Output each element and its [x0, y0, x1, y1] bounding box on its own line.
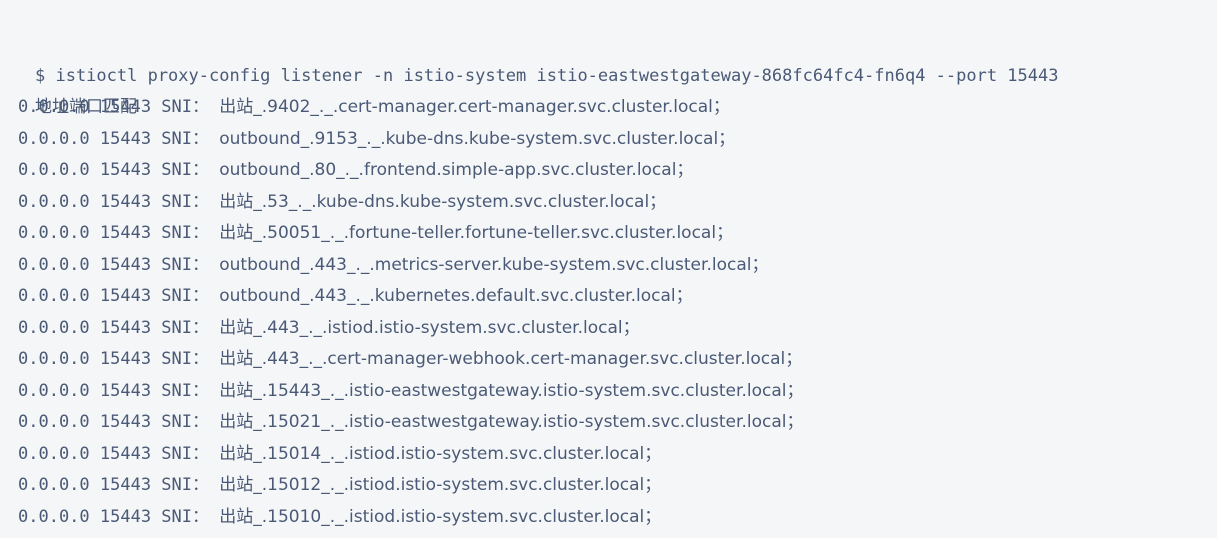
listener-row-prefix: 0.0.0.0 15443 SNI：: [18, 475, 209, 495]
listener-row-sni-value: 出站_.15012_._.istiod.istio-system.svc.clu…: [219, 475, 662, 495]
listener-row-space: [209, 381, 219, 401]
listener-row-space: [209, 349, 219, 369]
listener-row-prefix: 0.0.0.0 15443 SNI：: [18, 97, 209, 117]
listener-row: 0.0.0.0 15443 SNI： 出站_.15010_._.istiod.i…: [18, 501, 1217, 533]
listener-row-space: [209, 412, 219, 432]
listener-row-sni-value: 出站_.15021_._.istio-eastwestgateway.istio…: [219, 412, 804, 432]
command-text: $ istioctl proxy-config listener -n isti…: [35, 65, 1059, 86]
listener-row-prefix: 0.0.0.0 15443 SNI：: [18, 380, 209, 401]
listener-row-space: [209, 97, 219, 117]
listener-row-prefix: 0.0.0.0 15443 SNI：: [18, 128, 209, 149]
listener-row-space: [209, 255, 219, 275]
listener-row-prefix: 0.0.0.0 15443 SNI：: [18, 412, 209, 432]
listener-row: 0.0.0.0 15443 SNI： 出站_.50051_._.fortune-…: [18, 217, 1217, 249]
listener-row-space: [209, 444, 219, 464]
listener-row: 0.0.0.0 15443 SNI： 出站_.15014_._.istiod.i…: [18, 438, 1217, 470]
listener-row-prefix: 0.0.0.0 15443 SNI：: [18, 254, 209, 275]
listener-rows: 0.0.0.0 15443 SNI： 出站_.9402_._.cert-mana…: [18, 91, 1217, 532]
listener-row-sni-value: 出站_.15010_._.istiod.istio-system.svc.clu…: [219, 506, 662, 527]
listener-row-prefix: 0.0.0.0 15443 SNI：: [18, 160, 209, 180]
listener-row-sni-value: 出站_.15014_._.istiod.istio-system.svc.clu…: [219, 443, 662, 464]
listener-row: 0.0.0.0 15443 SNI： 出站_.443_._.cert-manag…: [18, 343, 1217, 375]
listener-row-sni-value: 出站_.50051_._.fortune-teller.fortune-tell…: [219, 223, 734, 243]
listener-row-space: [209, 192, 219, 212]
listener-row-space: [209, 223, 219, 243]
column-header-row: 地址端口匹配: [18, 60, 1217, 117]
listener-row-space: [209, 129, 219, 149]
listener-row-prefix: 0.0.0.0 15443 SNI：: [18, 223, 209, 243]
listener-row-prefix: 0.0.0.0 15443 SNI：: [18, 443, 209, 464]
listener-row-space: [209, 507, 219, 527]
listener-row-prefix: 0.0.0.0 15443 SNI：: [18, 191, 209, 212]
listener-row-sni-value: 出站_.53_._.kube-dns.kube-system.svc.clust…: [219, 191, 667, 212]
listener-row: 0.0.0.0 15443 SNI： outbound_.80_._.front…: [18, 154, 1217, 186]
listener-row-prefix: 0.0.0.0 15443 SNI：: [18, 317, 209, 338]
command-line: $ istioctl proxy-config listener -n isti…: [18, 28, 1217, 86]
listener-row-prefix: 0.0.0.0 15443 SNI：: [18, 349, 209, 369]
listener-row-prefix: 0.0.0.0 15443 SNI：: [18, 286, 209, 306]
listener-row-sni-value: outbound_.9153_._.kube-dns.kube-system.s…: [219, 128, 736, 149]
listener-row-sni-value: outbound_.80_._.frontend.simple-app.svc.…: [219, 160, 694, 180]
listener-row: 0.0.0.0 15443 SNI： 出站_.15443_._.istio-ea…: [18, 375, 1217, 407]
listener-row: 0.0.0.0 15443 SNI： 出站_.15012_._.istiod.i…: [18, 469, 1217, 501]
listener-row: 0.0.0.0 15443 SNI： 出站_.9402_._.cert-mana…: [18, 91, 1217, 123]
listener-row-sni-value: 出站_.9402_._.cert-manager.cert-manager.sv…: [219, 97, 730, 117]
listener-row: 0.0.0.0 15443 SNI： outbound_.443_._.metr…: [18, 249, 1217, 281]
listener-row: 0.0.0.0 15443 SNI： outbound_.9153_._.kub…: [18, 123, 1217, 155]
listener-row-sni-value: 出站_.443_._.cert-manager-webhook.cert-man…: [219, 349, 803, 369]
listener-row: 0.0.0.0 15443 SNI： 出站_.53_._.kube-dns.ku…: [18, 186, 1217, 218]
listener-row-prefix: 0.0.0.0 15443 SNI：: [18, 506, 209, 527]
listener-row: 0.0.0.0 15443 SNI： 出站_.15021_._.istio-ea…: [18, 406, 1217, 438]
listener-row-sni-value: outbound_.443_._.kubernetes.default.svc.…: [219, 286, 693, 306]
listener-row-sni-value: 出站_.15443_._.istio-eastwestgateway.istio…: [219, 380, 804, 401]
listener-row-space: [209, 475, 219, 495]
listener-row: 0.0.0.0 15443 SNI： 出站_.443_._.istiod.ist…: [18, 312, 1217, 344]
listener-row-space: [209, 318, 219, 338]
column-header-address-port-match: 地址端口匹配: [35, 97, 137, 117]
listener-row-space: [209, 286, 219, 306]
listener-row-sni-value: outbound_.443_._.metrics-server.kube-sys…: [219, 254, 769, 275]
listener-row-sni-value: 出站_.443_._.istiod.istio-system.svc.clust…: [219, 317, 640, 338]
listener-row-space: [209, 160, 219, 180]
listener-row: 0.0.0.0 15443 SNI： outbound_.443_._.kube…: [18, 280, 1217, 312]
